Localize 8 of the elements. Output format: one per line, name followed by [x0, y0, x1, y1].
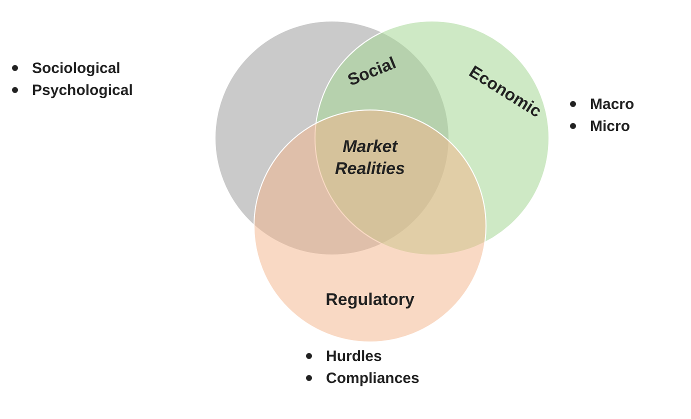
- bullet-item: Macro: [590, 96, 634, 113]
- bullet-item: Sociological: [32, 60, 120, 77]
- bullet-item: Micro: [590, 118, 630, 135]
- bullet-item: Compliances: [326, 370, 420, 387]
- bullet-item: Hurdles: [326, 348, 382, 365]
- bullet-item: Psychological: [32, 82, 133, 99]
- circle-label: Regulatory: [326, 290, 414, 310]
- center-label: Market Realities: [334, 136, 406, 180]
